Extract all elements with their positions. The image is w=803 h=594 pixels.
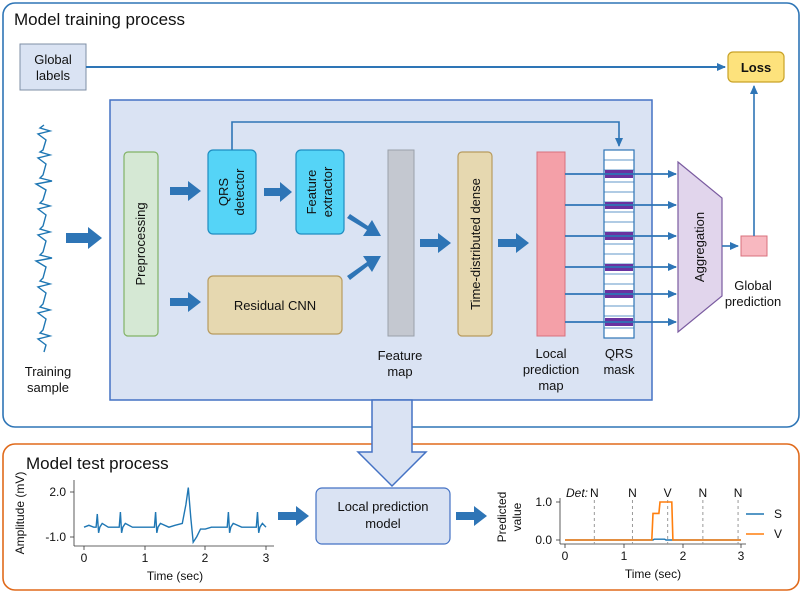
ecg-yticklabel-m1: -1.0 [45,530,66,544]
local-map-line1: Local [535,346,566,361]
residual-cnn-box [207,275,343,335]
qrs-detector-line2: detector [232,168,247,216]
loss-label: Loss [741,60,771,75]
ecg-yticklabel-2: 2.0 [49,485,66,499]
prediction-chart: 1.0 0.0 0 1 2 3 Time (sec) Predicted val… [495,486,782,581]
preprocessing-label: Preprocessing [133,202,148,285]
test-title: Model test process [26,454,169,473]
ecg-xticklabel-1: 1 [142,551,149,565]
training-sample-ecg [34,124,53,353]
det-mark-label-0: N [590,486,599,500]
ecg-xticklabel-2: 2 [202,551,209,565]
ecg-xlabel: Time (sec) [147,569,203,583]
qrs-detector-line1: QRS [216,178,231,207]
arrow-dense-to-localmap [498,233,529,253]
arrow-lpm-to-pred [456,506,487,526]
qrs-mask-line1: QRS [605,346,634,361]
pred-xlabel: Time (sec) [625,567,681,581]
ecg-xticklabel-3: 3 [263,551,270,565]
pred-xticklabel-0: 0 [562,549,569,563]
ecg-ylabel: Amplitude (mV) [13,472,27,555]
legend-V-label: V [774,527,782,541]
ecg-series-line [83,487,267,545]
feature-map-line2: map [387,364,412,379]
pred-ylabel-line1: Predicted [495,492,509,543]
pred-xticklabel-3: 3 [738,549,745,563]
pred-xticklabel-2: 2 [680,549,687,563]
feature-map-line1: Feature [378,348,423,363]
arrow-preproc-to-resnet [170,292,201,312]
preprocessing-box [123,151,159,337]
aggregation-label: Aggregation [692,212,707,282]
det-mark-label-3: N [699,486,708,500]
global-labels-box [19,43,87,91]
arrow-preproc-to-qrs [170,181,201,201]
legend-S-label: S [774,507,782,521]
arrow-fe-to-featmap [347,214,381,236]
feature-extractor-line2: extractor [320,166,335,217]
arrow-ecg-to-lpm [278,506,309,526]
residual-cnn-label: Residual CNN [234,298,316,313]
arrow-sample-to-preproc [66,227,102,249]
local-prediction-model-box [315,487,451,545]
training-title: Model training process [14,10,185,29]
det-mark-label-1: N [628,486,637,500]
arrow-qrs-to-mask [231,121,623,150]
arrow-resnet-to-featmap [347,256,381,280]
global-prediction-box [740,235,768,257]
ecg-xticklabel-0: 0 [81,551,88,565]
local-prediction-map-box [536,151,566,337]
det-mark-label-2: V [664,486,672,500]
loss-box [727,51,785,83]
pred-ylabel-line2: value [510,502,524,531]
local-map-line3: map [538,378,563,393]
pred-yticklabel-0: 0.0 [535,533,552,547]
qrs-mask-line2: mask [603,362,635,377]
global-prediction-line1: Global [734,278,772,293]
det-label: Det: [566,486,588,500]
test-ecg-chart: 2.0 -1.0 0 1 2 3 Time (sec) Amplitude (m… [13,472,274,583]
feature-map-box [387,149,415,337]
dense-box [457,151,493,337]
training-sample-line2: sample [27,380,69,395]
arrow-qrs-to-fe [264,182,292,202]
feature-extractor-line1: Feature [304,170,319,215]
feature-extractor-box [295,149,345,235]
arrow-featmap-to-dense [420,233,451,253]
pred-series-V-line [565,501,741,541]
pred-xticklabel-1: 1 [621,549,628,563]
lpm-line1: Local prediction [337,499,428,514]
global-labels-line2: labels [36,68,70,83]
global-labels-line1: Global [34,52,72,67]
det-mark-label-4: N [734,486,743,500]
local-map-line2: prediction [523,362,579,377]
training-sample-line1: Training [25,364,71,379]
aggregation-block [677,160,723,334]
big-arrow-train-to-test [356,399,428,488]
local-to-agg-arrows [565,170,677,326]
global-prediction-line2: prediction [725,294,781,309]
lpm-line2: model [365,516,401,531]
pred-yticklabel-1: 1.0 [535,495,552,509]
dense-label: Time-distributed dense [468,178,483,310]
